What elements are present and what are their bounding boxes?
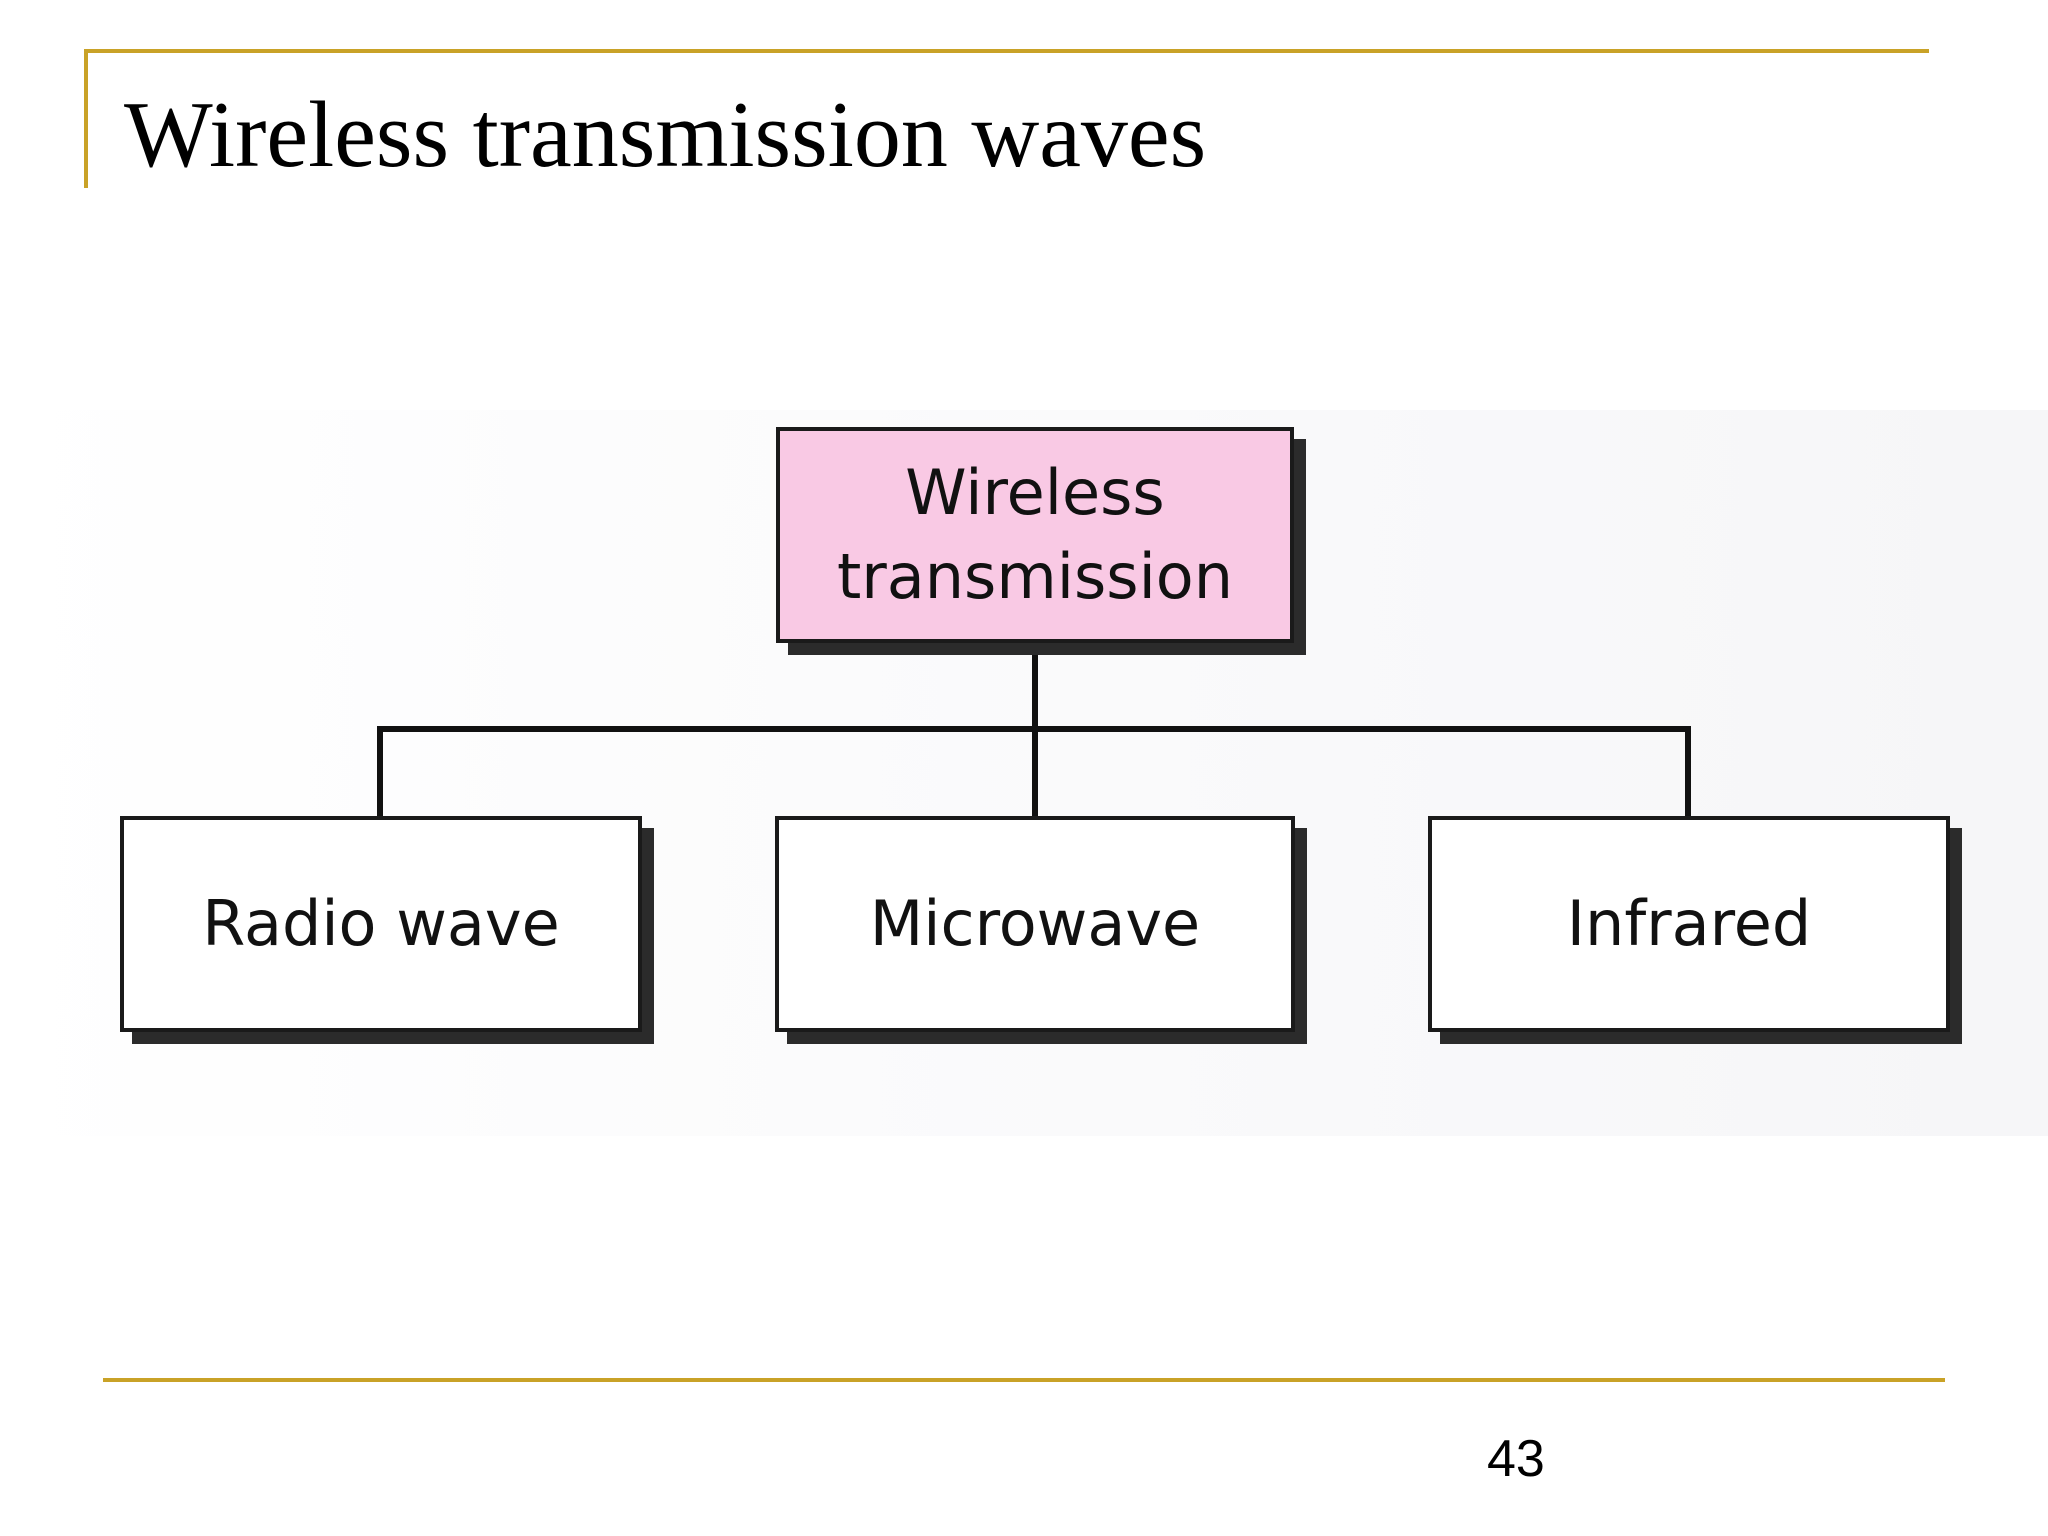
- bottom-accent-rule: [103, 1378, 1945, 1382]
- top-accent-rule: [84, 49, 1929, 53]
- radio-wave-connector: [377, 726, 383, 816]
- root-label-line-2: transmission: [836, 540, 1234, 613]
- microwave-label: Microwave: [869, 887, 1201, 960]
- root-label-line-1: Wireless: [905, 456, 1165, 529]
- radio-wave-label: Radio wave: [202, 887, 560, 960]
- infrared-node: Infrared: [1428, 816, 1950, 1032]
- radio-wave-node: Radio wave: [120, 816, 642, 1032]
- slide-title: Wireless transmission waves: [124, 83, 1207, 187]
- branch-bar-connector: [377, 726, 1691, 732]
- wireless-transmission-label: Wireless transmission: [837, 451, 1233, 619]
- infrared-label: Infrared: [1566, 887, 1812, 960]
- wireless-transmission-node: Wireless transmission: [776, 427, 1294, 643]
- page-number: 43: [1487, 1430, 1545, 1488]
- left-accent-rule: [84, 49, 88, 188]
- root-stem-connector: [1032, 650, 1038, 816]
- infrared-connector: [1685, 726, 1691, 816]
- microwave-node: Microwave: [775, 816, 1295, 1032]
